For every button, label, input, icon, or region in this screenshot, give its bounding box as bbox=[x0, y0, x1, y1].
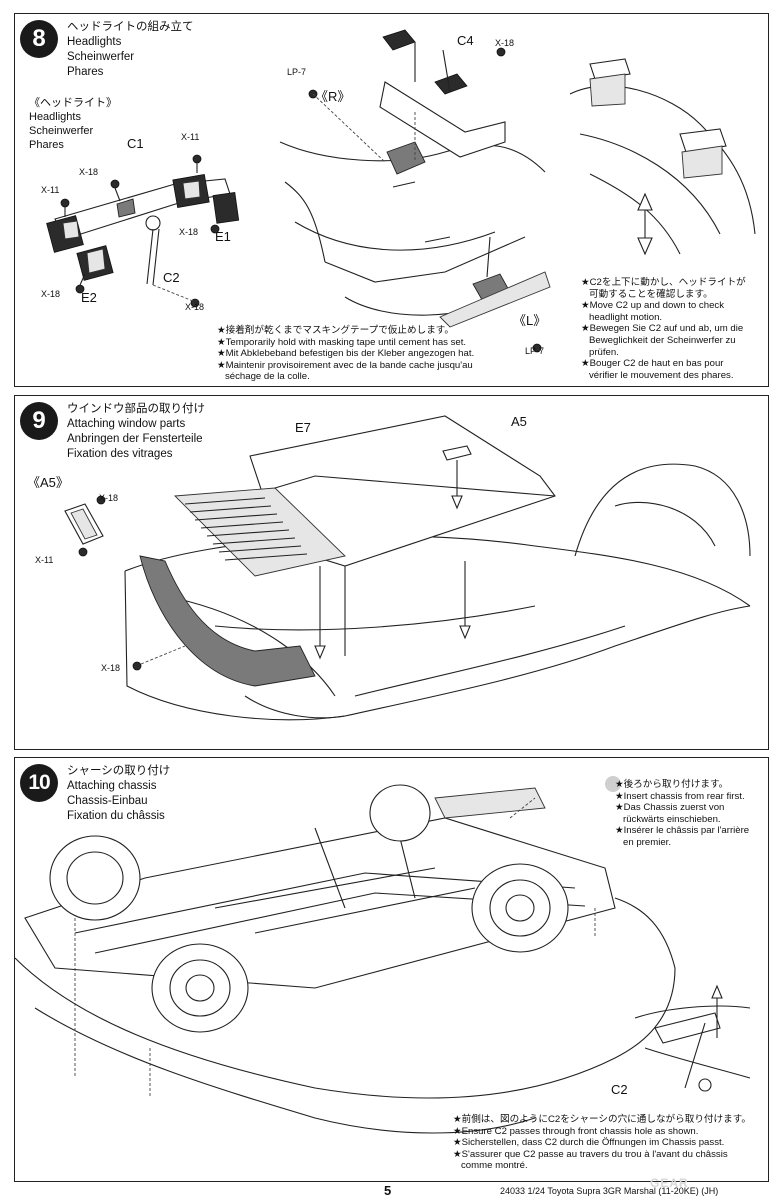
step-title-ja: シャーシの取り付け bbox=[67, 765, 171, 777]
part-label-x11-left: X-11 bbox=[41, 185, 60, 195]
step-title-de: Anbringen der Fensterteile bbox=[67, 433, 203, 445]
note-line: vérifier le mouvement des phares. bbox=[589, 369, 734, 381]
subassembly-fr: Phares bbox=[29, 139, 64, 151]
step-8-panel: 8 ヘッドライトの組み立て Headlights Scheinwerfer Ph… bbox=[14, 13, 769, 387]
part-label-a5: A5 bbox=[511, 414, 527, 429]
step-title-de: Chassis-Einbau bbox=[67, 795, 148, 807]
step-title-en: Attaching chassis bbox=[67, 780, 157, 792]
part-label-x18-c4: X-18 bbox=[495, 38, 515, 48]
subassembly-title: 《ヘッドライト》 Headlights Scheinwerfer Phares bbox=[29, 96, 117, 152]
page-footer: 5 24033 1/24 Toyota Supra 3GR Marshal (1… bbox=[0, 1183, 783, 1200]
chassis-install-diagram bbox=[14, 776, 751, 1134]
step-10-panel: 10 シャーシの取り付け Attaching chassis Chassis-E… bbox=[14, 757, 769, 1182]
orientation-label-r: 《R》 bbox=[315, 89, 351, 104]
note-line: ★Insert chassis from rear first. bbox=[615, 790, 745, 802]
step-9-panel: 9 ウインドウ部品の取り付け Attaching window parts An… bbox=[14, 395, 769, 750]
note-line: ★Das Chassis zuerst von bbox=[615, 802, 725, 814]
part-label-x11-top: X-11 bbox=[181, 132, 200, 142]
step-title-en: Headlights bbox=[67, 36, 122, 48]
subassembly-de: Scheinwerfer bbox=[29, 125, 94, 137]
note-line: ★Bewegen Sie C2 auf und ab, um die bbox=[581, 323, 744, 335]
window-install-diagram bbox=[64, 415, 751, 721]
part-label-x18-body: X-18 bbox=[101, 663, 121, 673]
step-title: ウインドウ部品の取り付け Attaching window parts Anbr… bbox=[67, 402, 205, 462]
part-label-x18-left: X-18 bbox=[79, 167, 99, 177]
part-label-x18-bottom: X-18 bbox=[41, 289, 61, 299]
part-label-c2: C2 bbox=[163, 270, 180, 285]
part-label-c4: C4 bbox=[457, 33, 474, 48]
orientation-label-l: 《L》 bbox=[513, 313, 547, 328]
note-line: ★Mit Abklebeband befestigen bis der Kleb… bbox=[217, 348, 475, 360]
step-number-badge: 10 bbox=[20, 764, 58, 802]
note-line: ★Move C2 up and down to check bbox=[581, 300, 724, 312]
note-headlight-motion: ★C2を上下に動かし、ヘッドライトが 可動することを確認します。 ★Move C… bbox=[581, 277, 746, 381]
watermark: GEAR bbox=[650, 1176, 689, 1190]
part-label-e1: E1 bbox=[215, 229, 231, 244]
note-line: ★Ensure C2 passes through front chassis … bbox=[453, 1125, 699, 1137]
note-line: ★後ろから取り付けます。 bbox=[615, 779, 729, 790]
page-number: 5 bbox=[384, 1183, 392, 1198]
step-title: シャーシの取り付け Attaching chassis Chassis-Einb… bbox=[67, 764, 170, 824]
step-title-en: Attaching window parts bbox=[67, 418, 186, 430]
note-line: ★Maintenir provisoirement avec de la ban… bbox=[217, 359, 473, 371]
step-title-de: Scheinwerfer bbox=[67, 51, 135, 63]
note-line: rückwärts einschieben. bbox=[623, 813, 721, 825]
step-number-badge: 8 bbox=[20, 20, 58, 58]
subassembly-en: Headlights bbox=[29, 111, 81, 123]
step-title-ja: ヘッドライトの組み立て bbox=[67, 21, 194, 33]
part-label-x18-right: X-18 bbox=[179, 227, 199, 237]
headlight-motion-diagram bbox=[569, 58, 756, 256]
step-title-fr: Phares bbox=[67, 66, 104, 78]
note-line: Beweglichkeit der Scheinwerfer zu bbox=[589, 334, 736, 346]
part-label-lp7-top: LP-7 bbox=[287, 67, 307, 77]
step-title: ヘッドライトの組み立て Headlights Scheinwerfer Phar… bbox=[67, 20, 194, 80]
note-line: comme montré. bbox=[461, 1160, 528, 1172]
subassembly-ja: 《ヘッドライト》 bbox=[29, 97, 117, 109]
note-insert-rear: ★後ろから取り付けます。 ★Insert chassis from rear f… bbox=[615, 779, 749, 849]
note-front-c2: ★前側は、図のようにC2をシャーシの穴に通しながら取り付けます。 ★Ensure… bbox=[453, 1114, 751, 1172]
step-title-fr: Fixation du châssis bbox=[67, 810, 165, 822]
note-line: séchage de la colle. bbox=[225, 371, 310, 383]
part-label-e2: E2 bbox=[81, 290, 97, 305]
note-line: en premier. bbox=[623, 836, 671, 848]
part-label-c1: C1 bbox=[127, 136, 144, 151]
note-line: ★C2を上下に動かし、ヘッドライトが bbox=[581, 277, 746, 288]
step-number-badge: 9 bbox=[20, 402, 58, 440]
part-label-c2: C2 bbox=[611, 1082, 628, 1097]
note-line: prüfen. bbox=[589, 346, 619, 358]
part-label-e7: E7 bbox=[295, 420, 311, 435]
step-title-fr: Fixation des vitrages bbox=[67, 448, 173, 460]
note-line: ★Bouger C2 de haut en bas pour bbox=[581, 358, 724, 370]
part-label-x18-a5: X-18 bbox=[99, 493, 119, 503]
part-label-x18-c2: X-18 bbox=[185, 302, 205, 312]
note-line: 可動することを確認します。 bbox=[589, 288, 713, 300]
front-body-diagram bbox=[279, 29, 551, 353]
note-line: ★接着剤が乾くまでマスキングテープで仮止めします。 bbox=[217, 325, 455, 336]
part-label-lp7-bottom: LP-7 bbox=[525, 346, 545, 356]
footer-code: 24033 1/24 Toyota Supra 3GR Marshal (11-… bbox=[500, 1186, 719, 1196]
part-label-x11-a5: X-11 bbox=[35, 555, 54, 565]
note-line: headlight motion. bbox=[589, 311, 663, 323]
headlight-subassembly-diagram bbox=[46, 154, 240, 308]
part-label-a5-sub: 《A5》 bbox=[27, 475, 69, 490]
step-title-ja: ウインドウ部品の取り付け bbox=[67, 403, 205, 415]
note-line: ★S'assurer que C2 passe au travers du tr… bbox=[453, 1148, 728, 1160]
note-line: ★Temporarily hold with masking tape unti… bbox=[217, 336, 467, 348]
note-line: ★Sicherstellen, dass C2 durch die Öffnun… bbox=[453, 1137, 725, 1149]
note-line: ★Insérer le châssis par l'arrière bbox=[615, 825, 750, 837]
note-masking-tape: ★接着剤が乾くまでマスキングテープで仮止めします。 ★Temporarily h… bbox=[217, 325, 474, 383]
note-line: ★前側は、図のようにC2をシャーシの穴に通しながら取り付けます。 bbox=[453, 1114, 751, 1125]
